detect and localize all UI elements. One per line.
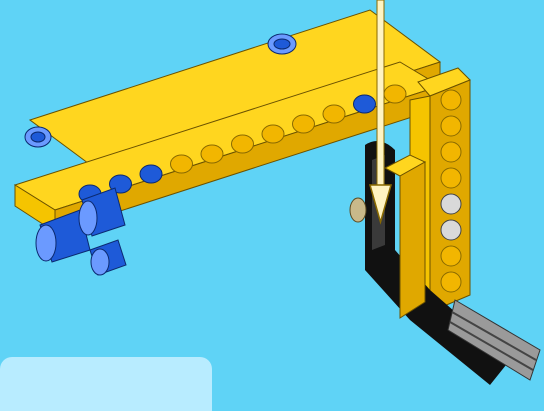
vertical-beam-hole (441, 116, 461, 136)
beam-hole (140, 165, 162, 183)
vertical-beam-hole (441, 90, 461, 110)
callout-panel (0, 357, 212, 411)
vertical-beam-hole (441, 220, 461, 240)
beam-hole (201, 145, 223, 163)
top-pin-left (25, 127, 51, 147)
vertical-beam-hole (441, 246, 461, 266)
beam-hole (354, 95, 376, 113)
vertical-beam-hole (441, 194, 461, 214)
vertical-beam-hole (441, 142, 461, 162)
bush-peg (350, 198, 366, 222)
vertical-beam-hole (441, 168, 461, 188)
beam-hole (171, 155, 193, 173)
beam-hole (384, 85, 406, 103)
beam-hole (293, 115, 315, 133)
beam-hole (232, 135, 254, 153)
vertical-beam-hole (441, 272, 461, 292)
top-pin-right (268, 34, 296, 54)
beam-hole (262, 125, 284, 143)
beam-hole (323, 105, 345, 123)
